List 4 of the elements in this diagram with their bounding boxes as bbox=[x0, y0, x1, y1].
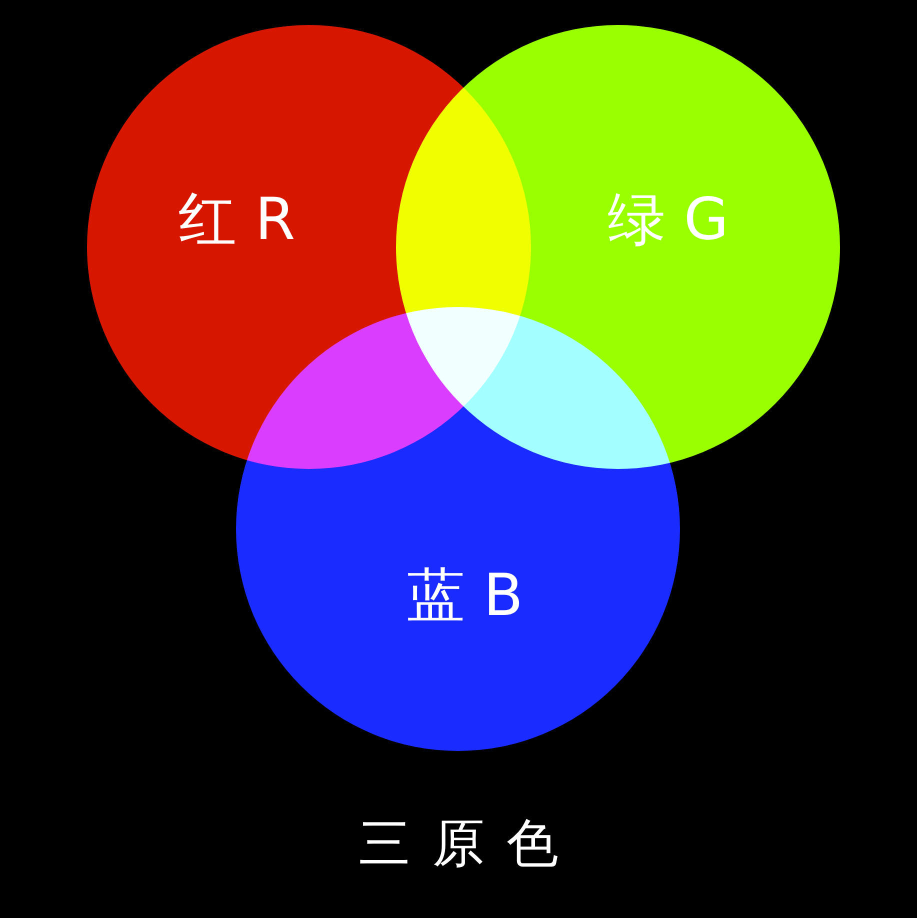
circle-label: 绿 G bbox=[607, 190, 729, 248]
circle-label: 蓝 B bbox=[406, 566, 524, 624]
circle-label: 红 R bbox=[178, 190, 296, 248]
caption: 三原色 bbox=[358, 818, 582, 870]
